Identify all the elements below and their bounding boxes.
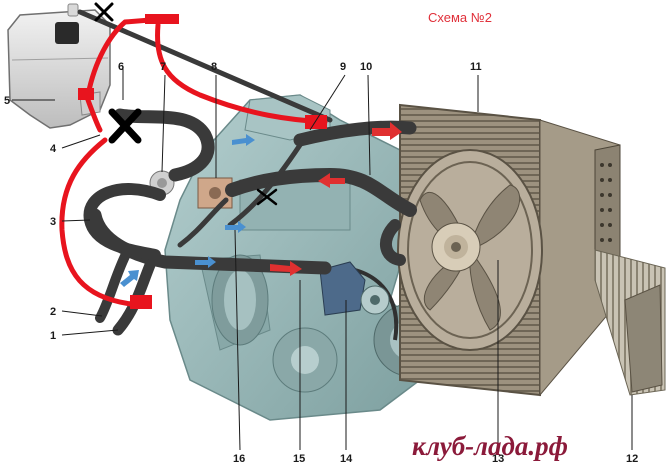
red-route-top: [85, 15, 178, 98]
hose-upper-to-radiator: [293, 120, 417, 147]
callout-labels: 1 2 3 4 5 6 7 8 9 10 11 12 13 14 15 16: [4, 61, 638, 465]
callout-6: 6: [118, 61, 124, 73]
callout-11: 11: [470, 61, 482, 73]
callout-12: 12: [626, 453, 638, 465]
leader-lines: [12, 68, 633, 451]
tank-cap-icon: [55, 22, 79, 44]
arrow-hot-2: [318, 173, 345, 188]
cooling-fan: [397, 149, 543, 351]
hose-bypass-right: [380, 219, 406, 266]
arrow-cold-4: [120, 270, 139, 287]
hose-heater-supply: [113, 108, 215, 182]
cross-mark-small: [256, 188, 278, 206]
cross-mark-top: [94, 2, 114, 22]
site-watermark: клуб-лада.рф: [412, 431, 568, 461]
arrow-hot-1: [372, 122, 402, 140]
red-route-diagonal: [155, 22, 328, 125]
red-marker-routes: [59, 15, 328, 308]
hose-vapor-tube: [77, 9, 333, 123]
flow-arrows-hot: [270, 122, 402, 276]
flow-arrows-cold: [120, 134, 255, 287]
hose-throttle-2: [227, 142, 303, 228]
callout-15: 15: [293, 453, 305, 465]
red-clamp-markers: [78, 14, 327, 309]
callout-1: 1: [50, 330, 56, 342]
callout-10: 10: [360, 61, 372, 73]
callout-8: 8: [211, 61, 217, 73]
arrow-cold-3: [195, 256, 216, 268]
diagram-title: Схема №2: [428, 10, 492, 25]
callout-2: 2: [50, 306, 56, 318]
callout-4: 4: [50, 143, 57, 155]
callout-7: 7: [160, 61, 166, 73]
red-route-left: [59, 137, 143, 308]
callout-9: 9: [340, 61, 346, 73]
arrow-hot-3: [270, 261, 302, 276]
callout-13: 13: [492, 453, 504, 465]
arrow-cold-1: [232, 134, 255, 146]
arrow-cold-2: [225, 221, 246, 233]
callout-3: 3: [50, 216, 56, 228]
callout-5: 5: [4, 95, 10, 107]
coolant-pump: [319, 261, 390, 316]
callout-14: 14: [340, 453, 353, 465]
callout-16: 16: [233, 453, 245, 465]
hose-outlet-2: [95, 245, 133, 323]
hose-throttle: [177, 197, 229, 248]
cross-mark-large: [108, 108, 142, 144]
cross-marks: [94, 2, 278, 206]
